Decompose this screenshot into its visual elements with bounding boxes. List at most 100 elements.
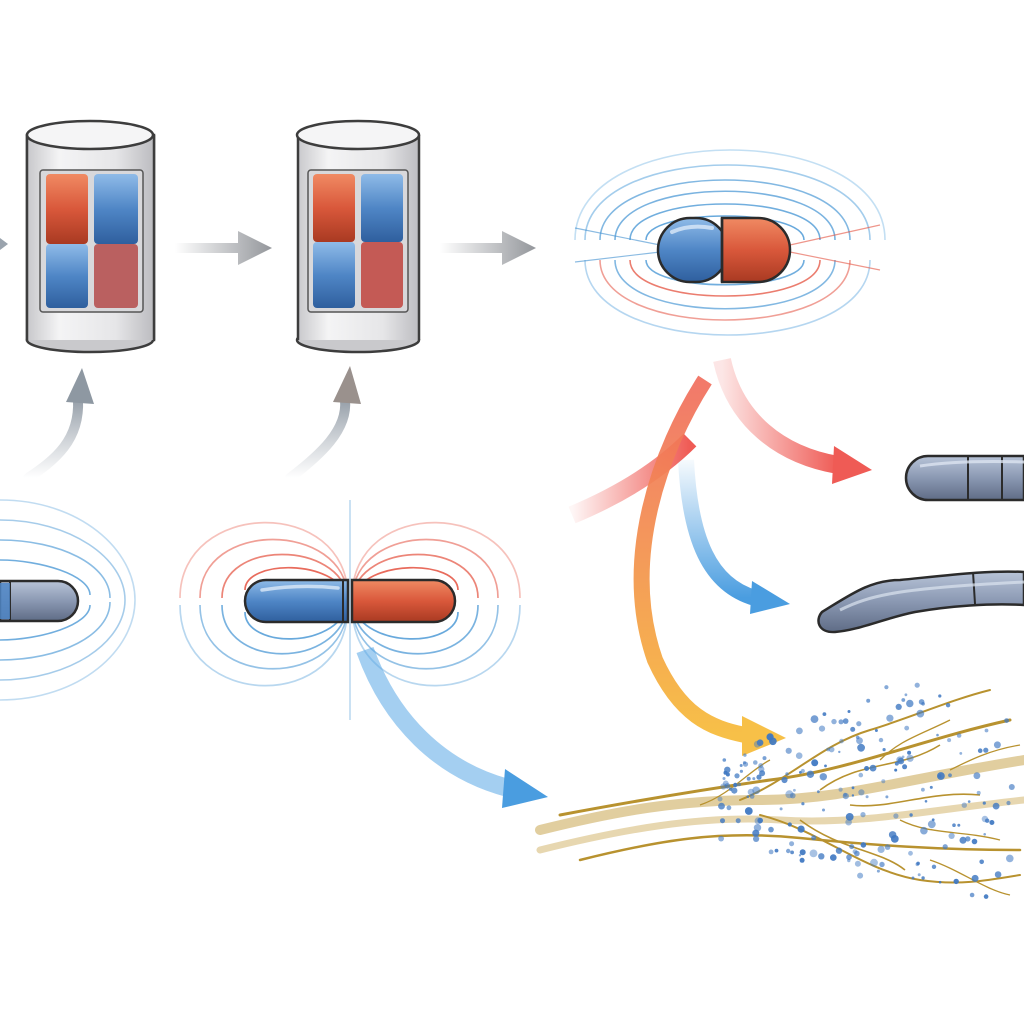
particle bbox=[785, 790, 794, 799]
particle bbox=[854, 850, 860, 857]
particle bbox=[747, 788, 755, 796]
particle bbox=[979, 859, 984, 865]
particle bbox=[733, 782, 738, 788]
particle bbox=[971, 838, 978, 845]
particle bbox=[921, 702, 925, 706]
particle bbox=[1006, 854, 1014, 863]
particle bbox=[762, 756, 767, 761]
particle bbox=[927, 820, 936, 829]
particle bbox=[724, 783, 731, 789]
particle bbox=[858, 772, 864, 778]
particle bbox=[746, 776, 751, 781]
particle bbox=[938, 880, 942, 884]
particle bbox=[907, 750, 912, 755]
particle bbox=[864, 766, 870, 771]
field-lines-bottom bbox=[584, 259, 871, 336]
particle bbox=[860, 842, 867, 848]
field-rays bbox=[574, 224, 881, 271]
particle bbox=[977, 748, 983, 753]
particle bbox=[1006, 800, 1011, 806]
particle bbox=[854, 860, 861, 867]
particle bbox=[916, 709, 925, 718]
particle bbox=[830, 854, 837, 861]
particle bbox=[831, 718, 837, 725]
particle bbox=[904, 693, 908, 697]
particle bbox=[790, 850, 794, 855]
particle bbox=[967, 800, 971, 803]
arrow-magnet1-up-to-container1 bbox=[23, 368, 94, 483]
particle bbox=[790, 792, 796, 799]
cell-blue-top-right bbox=[361, 174, 403, 242]
particle bbox=[952, 823, 956, 827]
particle bbox=[869, 764, 877, 772]
particle bbox=[752, 786, 761, 795]
particle bbox=[753, 835, 760, 843]
arrow-container2-to-magnet bbox=[440, 231, 536, 265]
particle bbox=[849, 844, 855, 850]
particle bbox=[799, 849, 806, 856]
particle bbox=[956, 733, 962, 738]
particle bbox=[866, 698, 871, 703]
particle bbox=[843, 792, 847, 797]
particle bbox=[798, 854, 802, 857]
container-1 bbox=[25, 119, 156, 354]
branching-fibers bbox=[535, 689, 1024, 896]
particle bbox=[895, 703, 902, 711]
particle bbox=[931, 864, 937, 869]
particle bbox=[876, 869, 880, 873]
particle bbox=[948, 773, 952, 778]
particle bbox=[989, 820, 995, 825]
particle bbox=[936, 733, 939, 737]
particle bbox=[893, 813, 899, 819]
particle bbox=[817, 790, 820, 794]
particle bbox=[959, 752, 963, 755]
particle bbox=[902, 764, 908, 770]
particle bbox=[822, 808, 825, 812]
particle bbox=[796, 727, 803, 735]
particle bbox=[752, 777, 756, 781]
cell-red-bottom-right bbox=[361, 242, 403, 308]
particle bbox=[819, 773, 827, 781]
particle bbox=[847, 710, 851, 713]
particle bbox=[722, 777, 726, 780]
particle bbox=[851, 786, 855, 790]
arrow-blue-to-fibers bbox=[356, 646, 548, 808]
arrow-container1-to-container2 bbox=[175, 231, 272, 265]
particle bbox=[818, 725, 826, 732]
particle bbox=[906, 699, 914, 708]
particle bbox=[785, 747, 792, 754]
particle bbox=[976, 790, 981, 795]
arrow-red-to-rod bbox=[713, 357, 872, 484]
particle bbox=[885, 795, 889, 799]
particle bbox=[739, 764, 743, 767]
particle bbox=[969, 892, 975, 898]
particle bbox=[810, 715, 819, 723]
particle bbox=[822, 712, 827, 716]
particle bbox=[797, 825, 805, 833]
bent-rod bbox=[817, 570, 1024, 634]
particle bbox=[915, 862, 920, 867]
particle bbox=[870, 858, 878, 867]
particle bbox=[985, 818, 990, 823]
particle bbox=[938, 694, 942, 698]
particle bbox=[734, 773, 740, 779]
cell-red-top-left bbox=[313, 174, 355, 242]
particle bbox=[799, 857, 805, 863]
particle bbox=[842, 718, 849, 724]
arrow-red-left bbox=[568, 433, 697, 524]
particle bbox=[982, 801, 986, 805]
particle bbox=[929, 785, 933, 789]
particle bbox=[959, 836, 967, 844]
cell-blue-top-right bbox=[94, 174, 138, 244]
particle bbox=[984, 728, 989, 733]
cell-blue-bottom-left bbox=[46, 244, 88, 308]
particle bbox=[811, 835, 817, 841]
particle bbox=[806, 770, 815, 778]
particle bbox=[911, 876, 915, 880]
container-2 bbox=[295, 119, 421, 354]
particle bbox=[737, 782, 741, 787]
particle bbox=[901, 755, 905, 759]
particle bbox=[879, 861, 885, 868]
particle bbox=[877, 845, 885, 854]
